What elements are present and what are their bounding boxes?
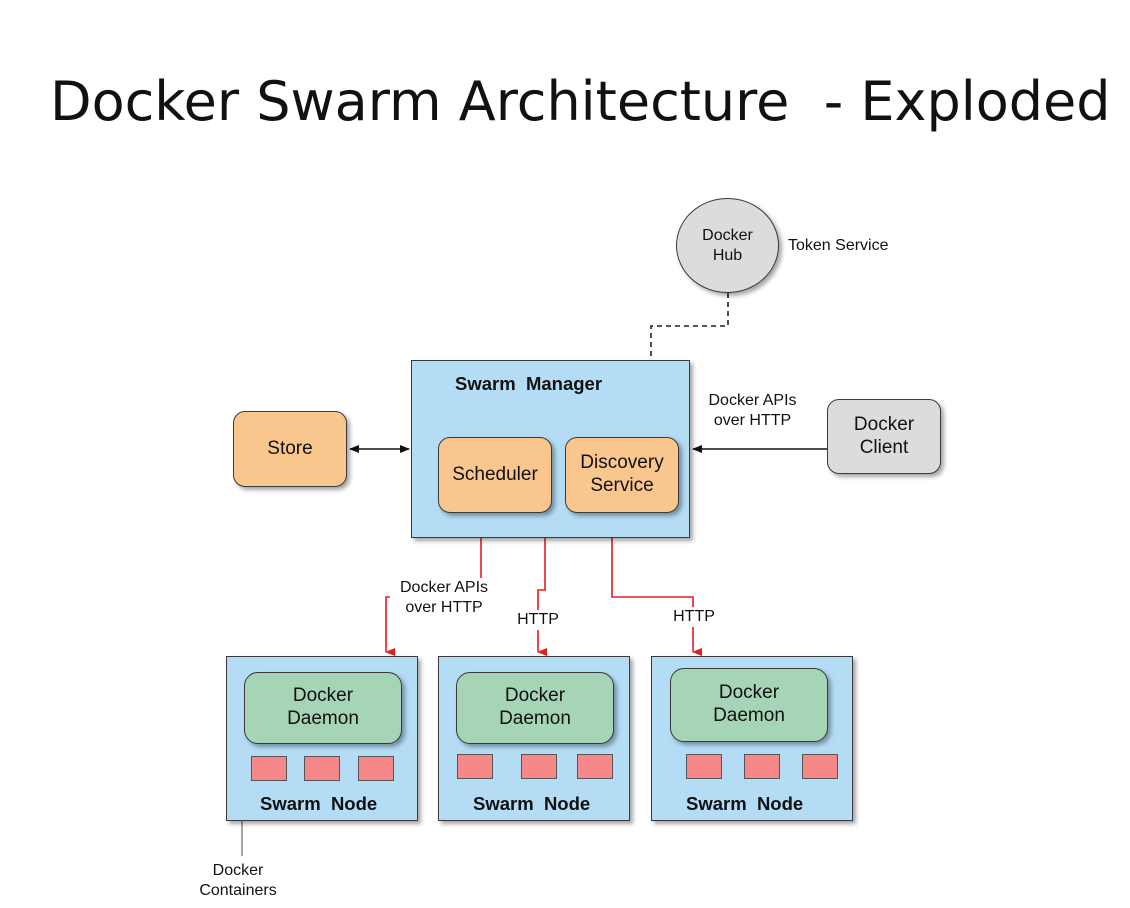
node3-edge-label: HTTP xyxy=(668,607,720,627)
discovery-service-box: Discovery Service xyxy=(565,437,679,513)
swarm-manager-label: Swarm Manager xyxy=(455,373,603,394)
swarm-node-label: Swarm Node xyxy=(260,793,378,814)
node1-edge-label: Docker APIs over HTTP xyxy=(390,578,498,618)
docker-daemon-box: Docker Daemon xyxy=(670,668,828,742)
docker-container xyxy=(686,754,722,779)
docker-daemon-box: Docker Daemon xyxy=(244,672,402,744)
node3-connector xyxy=(611,538,702,656)
swarm-manager-box: Swarm Manager Scheduler Discovery Servic… xyxy=(411,360,690,538)
docker-container xyxy=(251,756,287,781)
docker-client-box: Docker Client xyxy=(827,399,941,474)
swarm-node-2: Docker Daemon Swarm Node xyxy=(438,656,630,821)
docker-container xyxy=(457,754,493,779)
token-service-label: Token Service xyxy=(788,237,889,254)
swarm-node-label: Swarm Node xyxy=(473,793,591,814)
scheduler-box: Scheduler xyxy=(438,437,552,513)
swarm-node-1: Docker Daemon Swarm Node xyxy=(226,656,418,821)
client-edge-label: Docker APIs over HTTP xyxy=(708,392,797,429)
store-box: Store xyxy=(233,411,347,487)
swarm-node-3: Docker Daemon Swarm Node xyxy=(651,656,853,821)
docker-container xyxy=(577,754,613,779)
node2-connector xyxy=(537,538,547,656)
node2-edge-label: HTTP xyxy=(512,610,564,630)
docker-container xyxy=(521,754,557,779)
docker-container xyxy=(304,756,340,781)
docker-container xyxy=(802,754,838,779)
page-title: Docker Swarm Architecture - Exploded xyxy=(50,70,1111,133)
swarm-node-label: Swarm Node xyxy=(686,793,804,814)
docker-containers-label: Docker Containers xyxy=(199,862,277,899)
docker-daemon-box: Docker Daemon xyxy=(456,672,614,744)
docker-container xyxy=(358,756,394,781)
docker-container xyxy=(744,754,780,779)
docker-hub-node: Docker Hub xyxy=(676,198,779,293)
hub-connector xyxy=(650,293,729,362)
